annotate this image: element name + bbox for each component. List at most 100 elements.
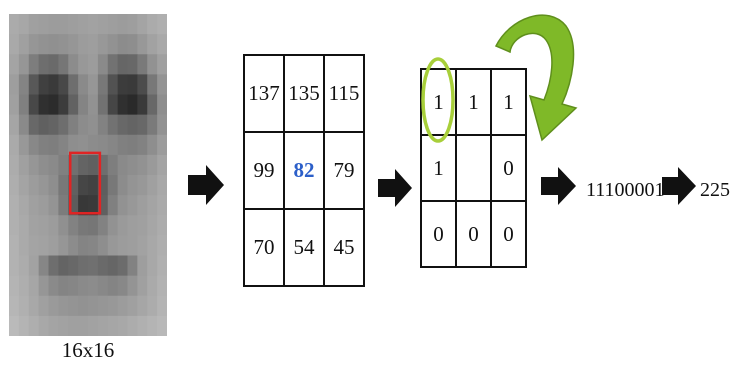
face-pixel [127,235,138,256]
face-pixel [18,154,30,176]
face-pixel [88,154,99,176]
face-pixel [157,154,167,176]
face-pixel [97,54,109,75]
face-pixel [28,255,40,277]
face-pixel [28,215,40,236]
face-pixel [147,114,158,136]
face-pixel [117,195,128,216]
face-pixel [58,175,69,196]
face-pixel [38,255,49,277]
face-pixel [28,134,40,156]
face-pixel [9,175,20,196]
face-pixel [117,255,128,277]
face-pixel [157,94,167,116]
face-pixel [97,34,109,55]
right-arrow-icon [188,165,224,205]
face-pixel [78,114,89,136]
face-pixel [78,14,89,35]
face-pixel [147,134,158,156]
face-pixel [38,195,49,216]
face-pixel [18,195,30,216]
face-pixel [117,315,128,336]
face-pixel [48,275,59,297]
face-pixel [107,74,119,95]
face-pixel [38,315,49,336]
face-pixel [97,215,109,236]
face-pixel [58,114,69,136]
face-pixel [88,195,99,216]
face-pixel [147,54,158,75]
face-pixel [48,255,59,277]
face-pixel [48,195,59,216]
face-pixel [97,275,109,297]
face-pixel [28,14,40,35]
face-pixel [38,154,49,176]
neighborhood-values-grid: 137 135 115 99 82 79 70 54 45 [243,54,365,287]
face-pixel [117,275,128,297]
face-pixel [48,154,59,176]
face-pixel [88,114,99,136]
face-pixel [28,94,40,116]
face-pixel [107,275,119,297]
face-pixel [107,54,119,75]
face-pixel [58,215,69,236]
face-pixel [97,74,109,95]
face-pixel [157,14,167,35]
face-pixel [18,94,30,116]
face-pixel [127,14,138,35]
face-pixel [48,295,59,317]
face-pixel [147,315,158,336]
face-pixel [18,315,30,336]
face-pixel [137,34,148,55]
face-pixel [127,34,138,55]
face-pixel [137,154,148,176]
face-pixel [107,14,119,35]
face-pixel [68,235,79,256]
face-pixel [58,255,69,277]
neighborhood-cell: 99 [243,131,285,210]
face-pixel [68,315,79,336]
face-pixel [28,195,40,216]
face-pixel [157,215,167,236]
face-pixel [157,195,167,216]
face-pixel [28,235,40,256]
face-pixel [127,54,138,75]
face-pixel [68,255,79,277]
face-pixel [18,34,30,55]
face-pixel [58,74,69,95]
face-pixel [117,14,128,35]
face-pixel [157,114,167,136]
face-pixel [127,114,138,136]
face-pixel [38,235,49,256]
face-pixel [9,255,20,277]
face-pixel [107,134,119,156]
face-pixel [107,114,119,136]
face-pixel [157,134,167,156]
face-pixel [127,255,138,277]
face-pixel [127,134,138,156]
face-pixel [18,114,30,136]
face-pixel [127,275,138,297]
neighborhood-cell: 135 [283,54,325,133]
neighborhood-cell: 79 [323,131,365,210]
face-pixel [38,134,49,156]
face-pixel [117,134,128,156]
face-pixel [107,175,119,196]
neighborhood-highlight-box [69,151,102,215]
face-pixel [9,195,20,216]
face-pixel [58,154,69,176]
face-pixel [18,14,30,35]
face-pixel [48,235,59,256]
neighborhood-cell: 45 [323,208,365,287]
face-pixel [38,34,49,55]
face-pixel [78,295,89,317]
face-pixel [28,175,40,196]
neighborhood-cell: 115 [323,54,365,133]
face-pixel [117,154,128,176]
face-pixel [9,94,20,116]
face-pixel [147,215,158,236]
face-pixel [117,94,128,116]
right-arrow-icon [541,167,576,205]
face-pixel [68,134,79,156]
face-pixel [9,134,20,156]
